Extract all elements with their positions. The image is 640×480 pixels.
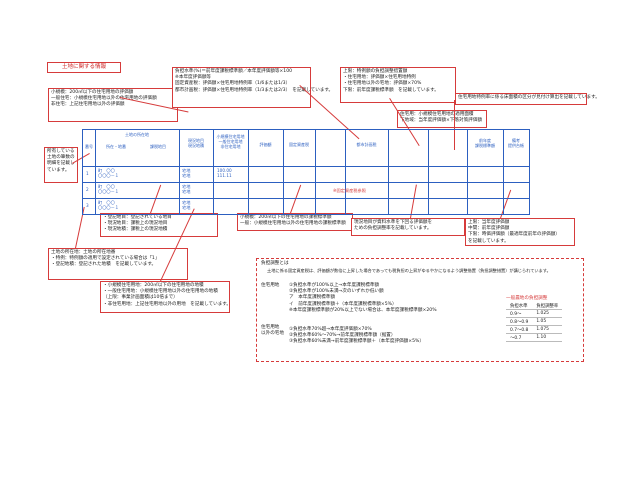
ratio-cell: 1.05 — [532, 317, 563, 327]
ratio-header: 負担調整率 — [532, 302, 563, 311]
row-use: 宅地 宅地 — [182, 168, 191, 178]
ratio-cell: 0.7〜0.8 — [506, 325, 533, 335]
col-current-area: 現況地目 現況地積 — [188, 138, 204, 148]
row-address: 町 〇〇 〇〇〇－１ — [98, 184, 119, 194]
note-adjust-rate: 現況地目が資料水準を下回る評価額を ための負担調整率を記載しています。 — [351, 218, 465, 236]
col-location: 土地の所在地 — [125, 132, 149, 137]
note-housing-value: 小規模：200㎡以下の住宅用地の評価額 一般住宅：小規模住宅用地以外の住宅用地の… — [48, 88, 178, 122]
ratio-caption: 一般農地の負担調整 — [506, 296, 548, 301]
row-area: 100.00 111.11 — [217, 168, 232, 178]
note-upper-lower: 上限：特例額の負担調整措置額 ・住宅用地：評価額×住宅用地特例 ・住宅用地以外の… — [340, 67, 456, 103]
ratio-cell: 1.075 — [532, 325, 563, 335]
ratio-cell: 1.025 — [532, 309, 563, 319]
note-residential-area: ・小規模住宅用地：200㎡以下の住宅用地の地積 ・一般住宅用地：小規模住宅用地以… — [100, 281, 231, 313]
table-row: 0.9〜1.025 — [506, 309, 563, 319]
col-prev-standard: 前年度 課税標準額 — [475, 138, 495, 148]
ratio-header: 負担水準 — [506, 302, 533, 311]
note-standard-amount: 小規模：200㎡以下の住宅用地の課税標準額 一般：小規模住宅用地以外の住宅用地の… — [237, 213, 353, 231]
col-address: 所在・地番 — [106, 144, 126, 149]
row-use: 宅地 宅地 — [182, 184, 191, 194]
land-info-table: 番号 土地の所在地 所在・地番 課税地目 現況地目 現況地積 小規模住宅用地 一… — [82, 129, 530, 215]
residential-rules: ①負担水準が100%以上→本年度課税標準額 ②負担水準が100%未満→次のいずれ… — [289, 283, 437, 313]
ratio-cell: 1.10 — [532, 333, 563, 343]
burden-adjustment-box: 負担調整とは 土地に係る固定資産税は、評価額が数倍に上昇した場合であっても税負担… — [256, 258, 584, 362]
col-tax-category: 課税地目 — [150, 144, 166, 149]
residential-label: 住宅用地 — [261, 283, 280, 288]
col-small-residential: 小規模住宅用地 一般住宅用地 非住宅用地 — [216, 134, 245, 149]
note-location: 土地の所在地：土地の所在地番 ・特例：特例額の適用で設定されている場合は「1」 … — [48, 248, 188, 280]
row-use: 宅地 宅地 — [182, 200, 191, 210]
row-address: 町 〇〇 〇〇〇－１ — [98, 168, 119, 178]
burden-title: 負担調整とは — [261, 261, 289, 266]
row-number: 2 — [86, 187, 89, 192]
col-fixed-asset-tax: 固定資産税 — [289, 142, 309, 147]
page-title: 土地に関する情報 — [47, 62, 121, 73]
note-land-category: ・登記地目：登記されている地目 ・現況地目：課税上の現況地目 ・現況地積：課税上… — [100, 213, 218, 237]
col-number: 番号 — [85, 144, 93, 149]
col-city-planning-tax: 都市計画税 — [356, 142, 377, 147]
note-parcel-count: 所有している土地の筆数の明細を記載しています。 — [44, 147, 78, 183]
row-number: 3 — [86, 203, 89, 208]
non-residential-rules: ①負担水準70%超→本年度評価額×70% ②負担水準60%〜70%→前年度課税標… — [289, 327, 424, 345]
note-house-site: 住宅用：小規模住宅用地の適用面積 下地域：当年度評価額×下落対策評価額 — [397, 110, 487, 128]
ratio-cell: 0.8〜0.9 — [506, 317, 533, 327]
non-residential-label: 住宅用地 以外の宅地 — [261, 325, 284, 337]
note-valuation-range: 上限：当年度評価額 中間：前年度評価額 下限：時価評価額（最適年度前年の評価額）… — [465, 218, 575, 246]
note-burden-level: 負担水準(%)＝前年度課税標準額／本年度評価額等×100 ※本年度評価額等 固定… — [172, 67, 333, 108]
center-note: ※固定資産税参照 — [333, 188, 366, 193]
ratio-cell: 0.9〜 — [506, 309, 533, 319]
burden-lead: 土地に係る固定資産税は、評価額が数倍に上昇した場合であっても税負担の上昇がゆるや… — [267, 268, 551, 273]
col-notes: 備考 提供台帳 — [508, 138, 524, 148]
row-address: 町 〇〇 〇〇〇－１ — [98, 200, 119, 210]
row-number: 1 — [86, 171, 89, 176]
note-floor-area: 住宅用地特例率に係る床面積の区分が見付け算出を記載しています。 — [455, 93, 600, 105]
ratio-cell: 〜0.7 — [506, 333, 533, 343]
col-value: 評価額 — [259, 142, 272, 147]
